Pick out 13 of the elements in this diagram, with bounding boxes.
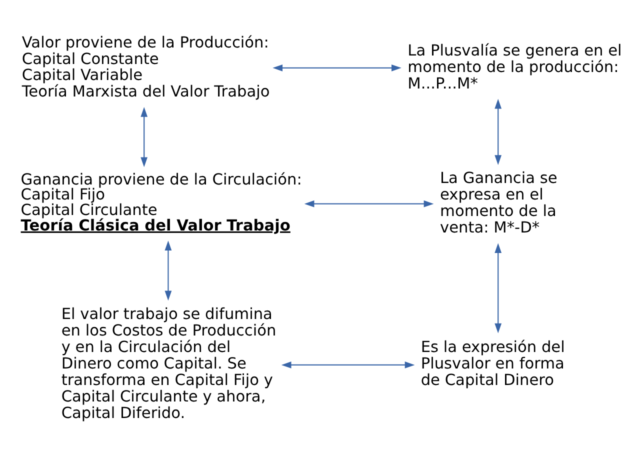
arrow bbox=[494, 242, 502, 333]
arrow bbox=[494, 98, 502, 164]
node-text: Es la expresión del Plusvalor en forma de Capital Dinero bbox=[420, 338, 565, 388]
arrow bbox=[164, 240, 172, 300]
node-text: El valor trabajo se difumina en los Costos de Producción y en la Circulación del Dinero como Capital. Se transforma en Capital Fijo y Capital Circulante y ahora, Capital Diferido. bbox=[61, 304, 276, 422]
node-text: Valor proviene de la Producción: Capital Constante Capital Variable Teoría Marxista del Valor Trabajo bbox=[22, 32, 270, 100]
node-text: Ganancia proviene de la Circulación: Capital Fijo Capital Circulante Teoría Clásica del Valor Trabajo bbox=[20, 170, 302, 234]
arrow bbox=[272, 64, 402, 71]
arrow bbox=[304, 200, 434, 207]
node-text: La Ganancia se expresa en el momento de la venta: M*-D* bbox=[440, 168, 558, 236]
arrow bbox=[140, 106, 148, 167]
arrow bbox=[281, 361, 415, 368]
node-text: La Plusvalía se genera en el momento de la producción: M...P...M* bbox=[408, 41, 622, 92]
